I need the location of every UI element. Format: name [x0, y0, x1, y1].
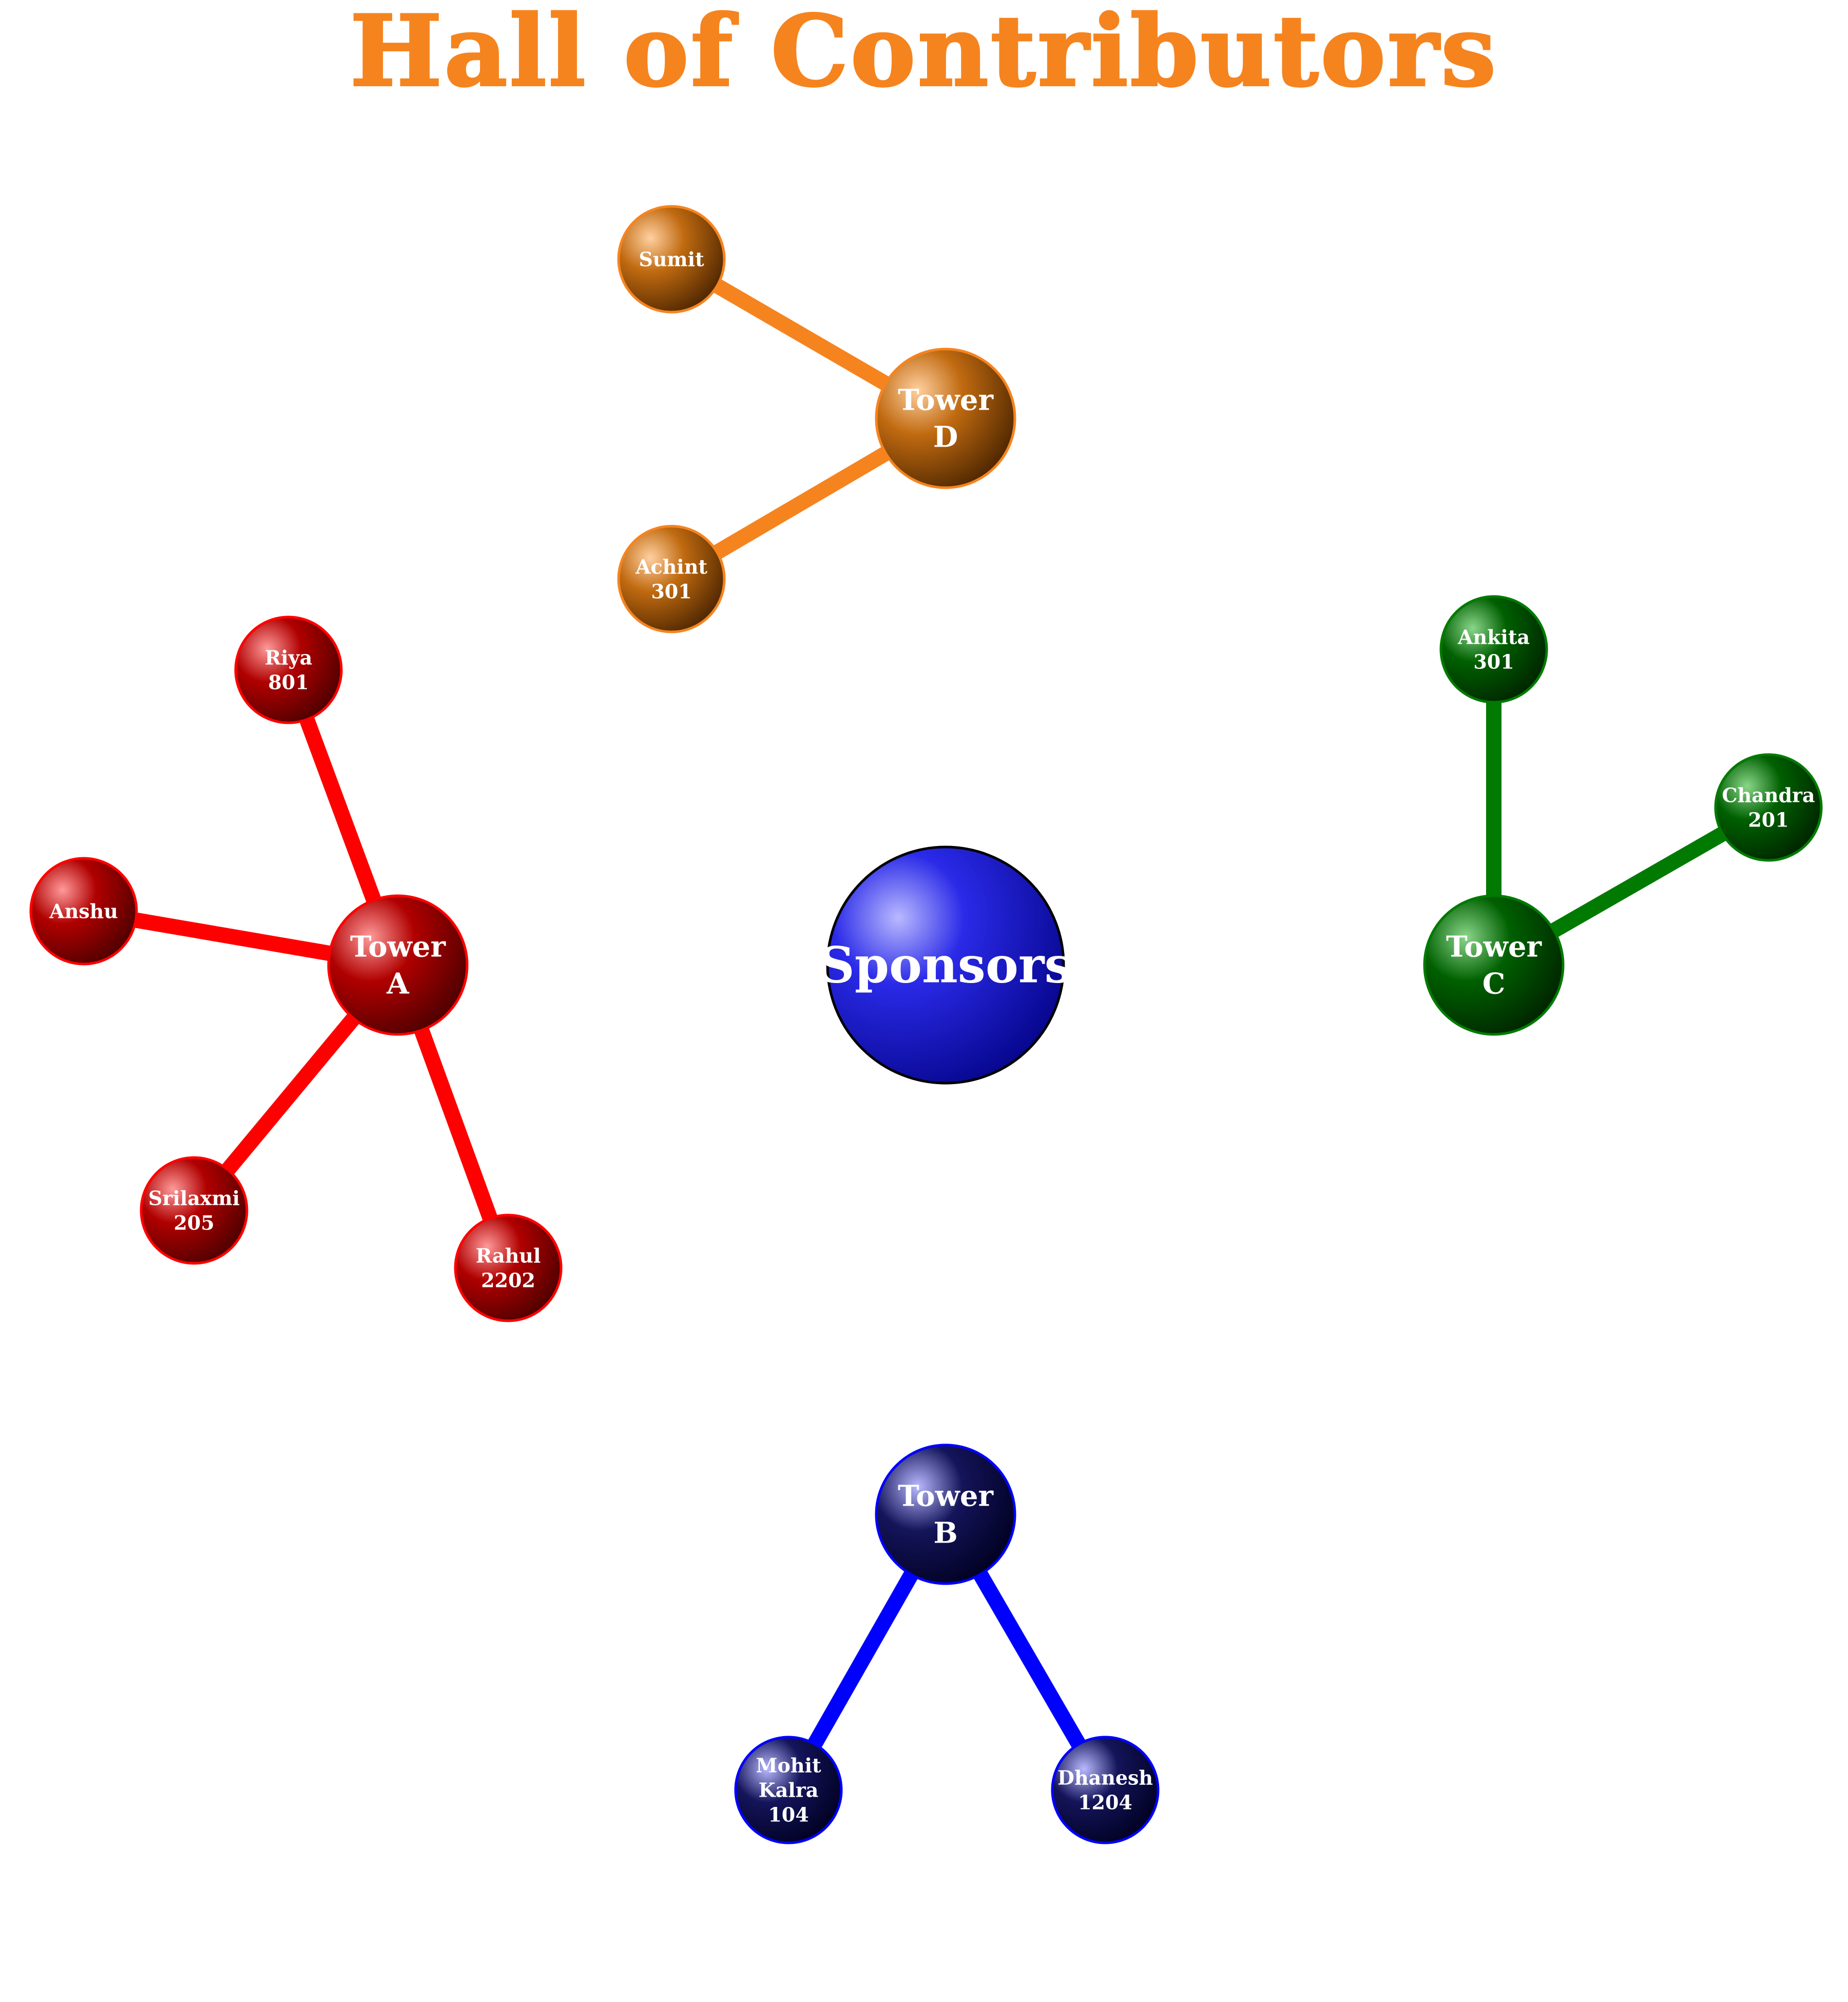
member-label-line: Riya — [265, 646, 313, 669]
member-label-line: 201 — [1748, 808, 1788, 831]
tower-a-node — [327, 894, 469, 1036]
tower-b-node — [875, 1443, 1016, 1585]
member-node — [617, 525, 726, 633]
sponsors-node — [826, 845, 1065, 1085]
member-label-line: 801 — [268, 670, 309, 694]
tower-d-label-line: D — [933, 420, 958, 454]
member-node — [1439, 595, 1548, 704]
member-label-line: Ankita — [1457, 625, 1530, 648]
tower-c-node — [1423, 894, 1565, 1036]
member-label-line: Anshu — [49, 899, 118, 922]
member-label-line: Dhanesh — [1057, 1766, 1153, 1789]
member-label: Anshu — [49, 899, 118, 922]
member-node — [234, 615, 343, 724]
member-label-line: 2202 — [481, 1268, 535, 1292]
tower-b-label-line: Tower — [898, 1479, 994, 1513]
member-node — [734, 1736, 843, 1844]
tower-c-label-line: C — [1483, 967, 1506, 1001]
tower-c-label-line: Tower — [1446, 930, 1542, 964]
member-node — [454, 1214, 563, 1322]
member-label-line: 1204 — [1078, 1791, 1132, 1814]
member-node — [1714, 753, 1823, 862]
tower-a-label-line: A — [386, 967, 410, 1001]
member-label-line: 301 — [1473, 650, 1514, 673]
tower-d-node — [875, 348, 1016, 489]
page-title: Hall of Contributors — [349, 0, 1498, 108]
member-label-line: Achint — [635, 555, 707, 578]
tower-d-label-line: Tower — [898, 383, 994, 417]
sponsors-label: Sponsors — [819, 936, 1072, 994]
member-label-line: Sumit — [639, 247, 704, 271]
member-label-line: Mohit — [756, 1754, 821, 1777]
tower-a-label-line: Tower — [350, 930, 446, 964]
member-label-line: Srilaxmi — [148, 1186, 240, 1209]
member-node — [140, 1156, 248, 1265]
member-node — [29, 857, 138, 966]
member-node — [1051, 1736, 1160, 1844]
member-label-line: Rahul — [476, 1244, 541, 1267]
member-label-line: 205 — [174, 1211, 214, 1234]
tower-b-label-line: B — [933, 1516, 957, 1550]
member-label-line: 104 — [768, 1803, 808, 1826]
member-label-line: Chandra — [1722, 783, 1815, 806]
member-label-line: 301 — [651, 580, 691, 603]
member-node — [617, 205, 726, 314]
member-label-line: Kalra — [759, 1778, 819, 1801]
member-label: Sumit — [639, 247, 704, 271]
